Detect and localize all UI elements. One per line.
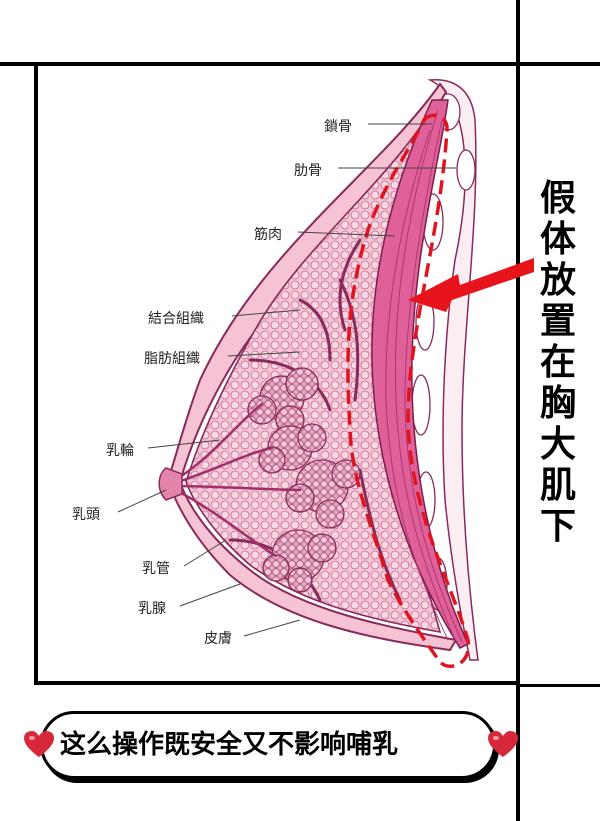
label-gland: 乳腺 bbox=[138, 601, 166, 617]
breast-outline bbox=[166, 82, 458, 652]
top-rule bbox=[0, 62, 600, 66]
label-areola: 乳輪 bbox=[106, 443, 134, 459]
leader-lines bbox=[117, 123, 456, 637]
implant-caption: 假体放置在胸大肌下 bbox=[539, 178, 576, 547]
milk-ducts bbox=[170, 402, 302, 558]
label-fat-tissue: 脂肪組織 bbox=[144, 351, 200, 367]
gland-lobules bbox=[247, 367, 361, 593]
muscle-fibers bbox=[385, 109, 463, 643]
right-rule bbox=[516, 0, 520, 821]
label-connective-tissue: 結合組織 bbox=[148, 311, 204, 327]
red-arrow bbox=[408, 258, 534, 312]
implant-dashed-outline bbox=[346, 113, 471, 668]
label-clavicle: 鎖骨 bbox=[324, 119, 352, 135]
label-skin: 皮膚 bbox=[204, 631, 232, 647]
banner-text: 这么操作既安全又不影响哺乳 bbox=[60, 730, 399, 760]
caption-banner bbox=[40, 711, 496, 779]
label-duct: 乳管 bbox=[142, 561, 170, 577]
label-rib: 肋骨 bbox=[294, 163, 322, 179]
label-muscle: 筋肉 bbox=[254, 227, 282, 243]
right-heart-icon bbox=[488, 731, 518, 757]
left-heart-icon bbox=[24, 731, 54, 757]
chest-wall bbox=[427, 79, 479, 661]
label-nipple: 乳頭 bbox=[72, 507, 100, 523]
lower-right-rule bbox=[520, 684, 600, 687]
nipple-shape bbox=[158, 467, 183, 501]
